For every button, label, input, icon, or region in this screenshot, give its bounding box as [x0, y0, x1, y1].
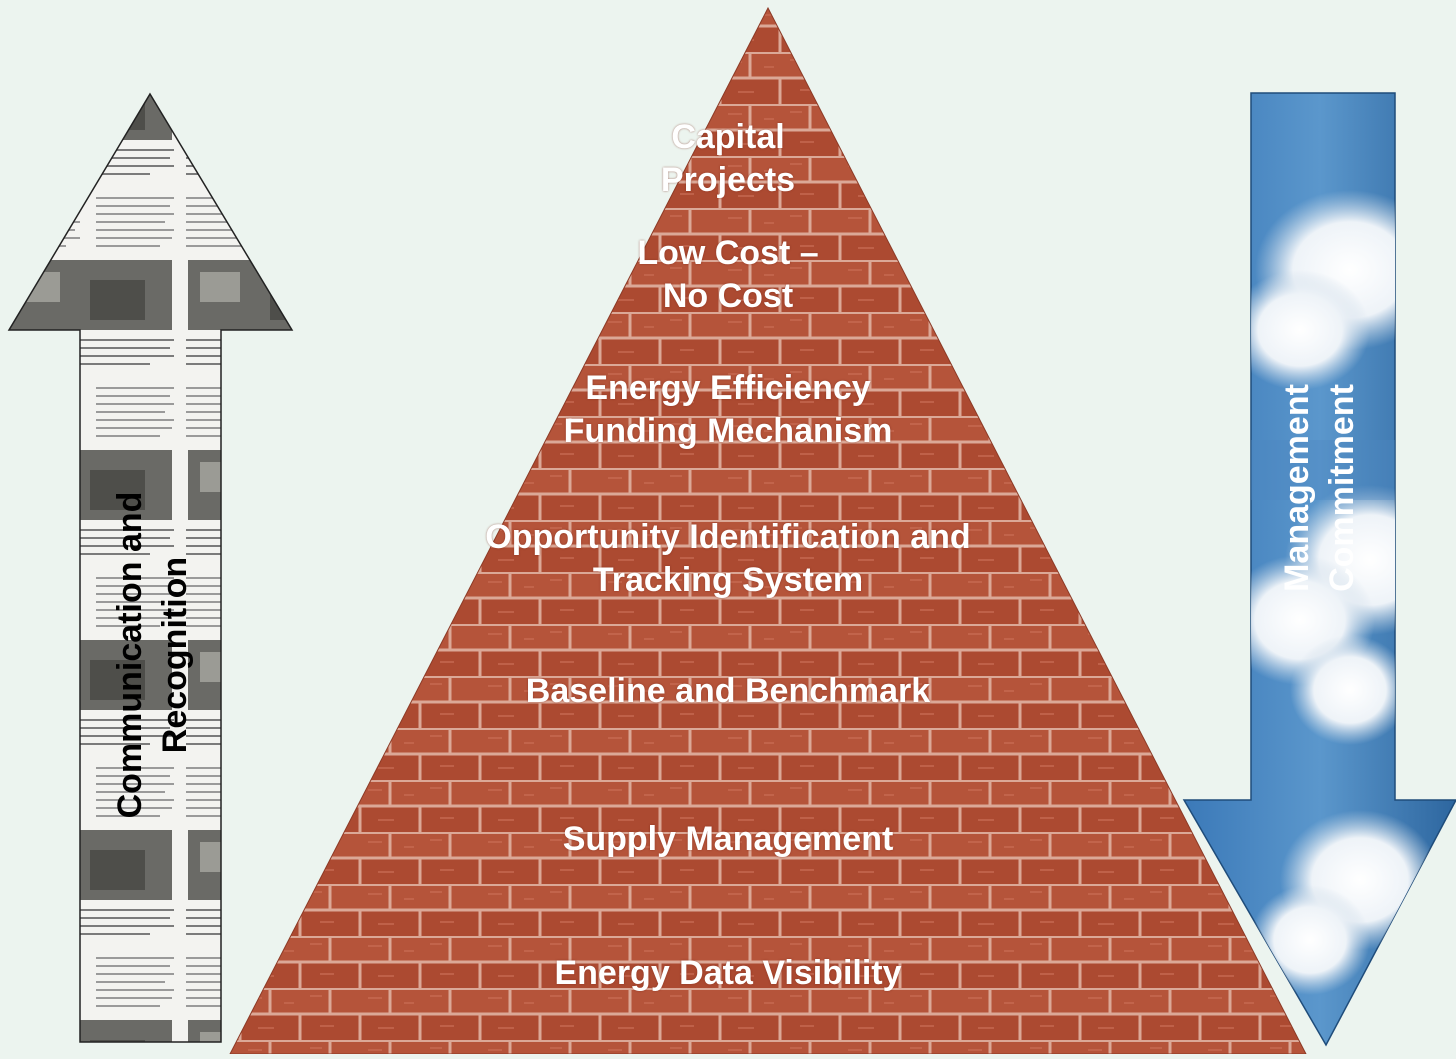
layer-line: No Cost — [662, 277, 794, 315]
layer-line: Supply Management — [562, 820, 894, 858]
left-arrow-line: Recognition — [156, 556, 194, 754]
layer-low-cost-no-cost: Low Cost – No Cost — [0, 232, 1456, 318]
layer-line: Energy Data Visibility — [554, 954, 902, 992]
layer-line: Opportunity Identification and — [485, 518, 971, 556]
right-arrow-label: Management Commitment — [1275, 384, 1365, 592]
layer-capital-projects: Capital Projects — [0, 116, 1456, 202]
layer-funding-mechanism: Energy Efficiency Funding Mechanism — [0, 367, 1456, 453]
layer-line: Capital — [671, 118, 785, 156]
layer-line: Projects — [660, 161, 796, 199]
left-arrow-label: Communication and Recognition — [108, 492, 198, 819]
layer-baseline-benchmark: Baseline and Benchmark — [0, 670, 1456, 713]
left-up-arrow — [7, 92, 294, 1043]
left-arrow-line: Communication and — [111, 491, 149, 819]
layer-energy-data-visibility: Energy Data Visibility — [0, 952, 1456, 995]
layer-supply-management: Supply Management — [0, 818, 1456, 861]
layer-line: Energy Efficiency — [585, 369, 871, 407]
right-arrow-line: Commitment — [1323, 384, 1361, 592]
right-arrow-line: Management — [1278, 384, 1316, 592]
layer-opportunity-tracking: Opportunity Identification and Tracking … — [0, 516, 1456, 602]
layer-line: Funding Mechanism — [563, 412, 893, 450]
layer-line: Tracking System — [592, 561, 864, 599]
layer-line: Baseline and Benchmark — [525, 672, 931, 710]
layer-line: Low Cost – — [637, 234, 819, 272]
